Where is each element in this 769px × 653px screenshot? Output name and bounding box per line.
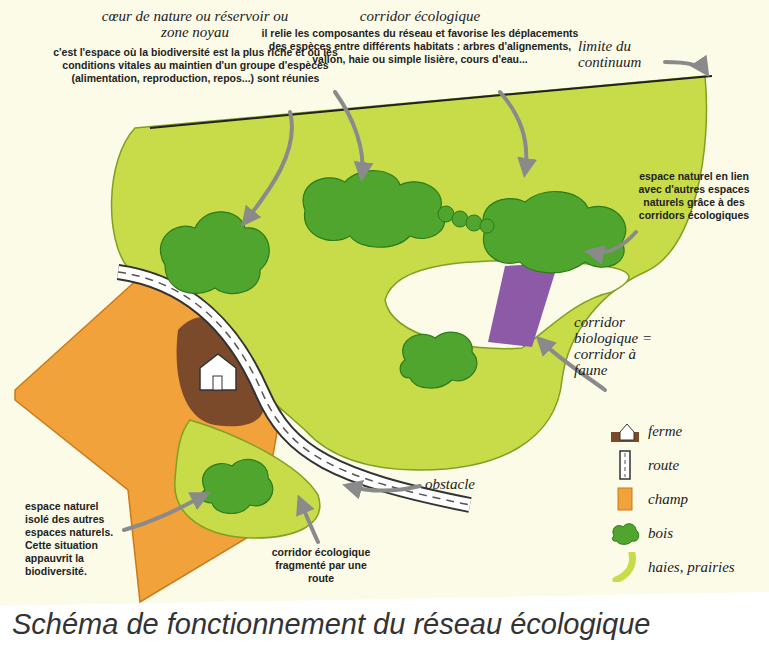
legend-row: haies, prairies [608, 550, 735, 584]
leader-arrows [124, 62, 706, 542]
callout-label: espace naturel isolé des autres espaces … [25, 500, 125, 578]
woods [160, 171, 625, 514]
legend-row: champ [608, 482, 735, 516]
legend-sample [608, 518, 642, 548]
callout-label: limite du continuum [578, 38, 668, 70]
legend-text: ferme [648, 423, 682, 440]
legend-row: route [608, 448, 735, 482]
legend-sample [608, 450, 642, 480]
legend-sample [608, 552, 642, 582]
continuum-band [112, 76, 707, 470]
legend-text: champ [648, 491, 688, 508]
legend-swatch [618, 488, 632, 510]
hedge [438, 206, 494, 233]
description: il relie les composantes du réseau et fa… [255, 27, 585, 66]
legend-text: haies, prairies [648, 559, 735, 576]
callout-label: obstacle [425, 476, 505, 492]
heading: corridor écologique [300, 8, 540, 24]
legend-sample [608, 416, 642, 446]
legend-sample [608, 484, 642, 514]
legend-text: route [648, 457, 679, 474]
caption: Schéma de fonctionnement du réseau écolo… [12, 608, 650, 641]
callout-label: espace naturel en lien avec d'autres esp… [630, 170, 758, 222]
callout-label: corridor écologique fragmenté par une ro… [262, 546, 380, 585]
legend-row: bois [608, 516, 735, 550]
legend-text: bois [648, 525, 673, 542]
paper-ground [0, 0, 769, 606]
farm-house [200, 354, 236, 390]
callout-label: corridor biologique = corridor à faune [574, 314, 669, 378]
wildlife-corridor [488, 263, 558, 347]
road [118, 272, 470, 505]
legend-row: ferme [608, 414, 735, 448]
